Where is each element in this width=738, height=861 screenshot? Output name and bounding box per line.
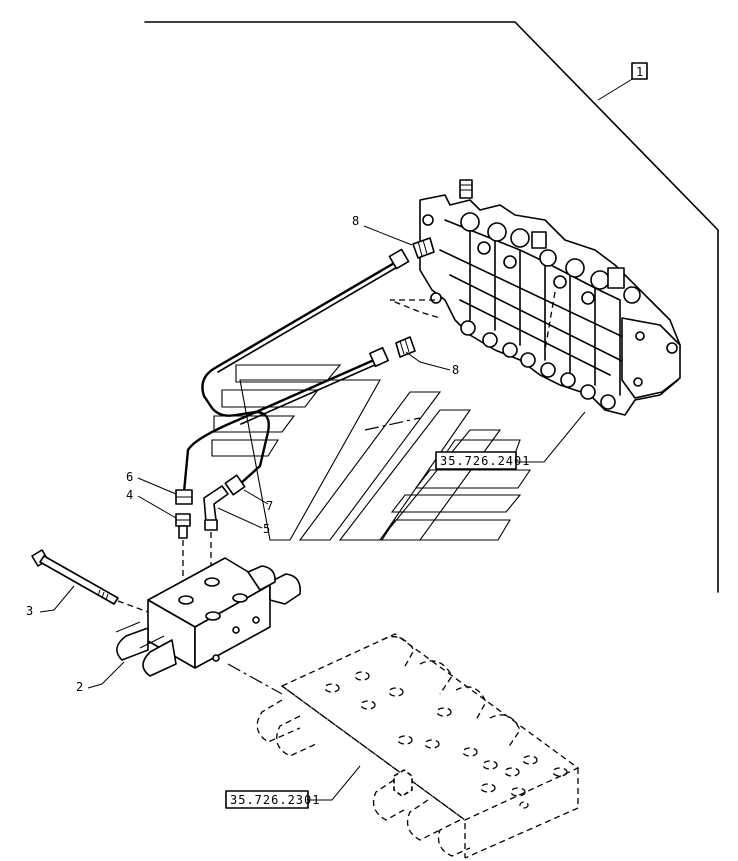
hydraulic-tubes xyxy=(182,248,410,493)
bolt-item-3: 3 xyxy=(26,549,149,618)
elbow-item-5: 5 xyxy=(203,485,270,536)
callout-8-lower: 8 xyxy=(452,363,459,377)
callout-4: 4 xyxy=(126,488,133,502)
main-control-valve xyxy=(419,179,681,416)
reference-text-lower-valve: 35.726.2301 xyxy=(230,793,320,807)
callout-5: 5 xyxy=(263,522,270,536)
nut-item-6: 6 xyxy=(126,470,193,505)
reference-box-lower-valve[interactable]: 35.726.2301 xyxy=(225,765,361,809)
valve-block-item-2: 2 xyxy=(76,557,302,695)
callout-8-upper: 8 xyxy=(352,214,359,228)
kit-bracket: 1 xyxy=(144,21,719,593)
fitting-item-8-upper: 8 xyxy=(352,214,435,259)
alignment-lines-upper xyxy=(364,291,556,431)
callout-7: 7 xyxy=(266,499,273,513)
callout-1: 1 xyxy=(636,65,643,79)
fitting-item-4: 4 xyxy=(126,488,191,539)
callout-6: 6 xyxy=(126,470,133,484)
reference-text-control-valve: 35.726.2401 xyxy=(440,454,530,468)
fitting-item-8-lower: 8 xyxy=(395,336,459,377)
lower-valve-reference xyxy=(256,633,580,859)
nut-item-7: 7 xyxy=(224,474,273,513)
callout-3: 3 xyxy=(26,604,33,618)
reference-box-control-valve[interactable]: 35.726.2401 xyxy=(435,411,586,470)
callout-2: 2 xyxy=(76,680,83,694)
